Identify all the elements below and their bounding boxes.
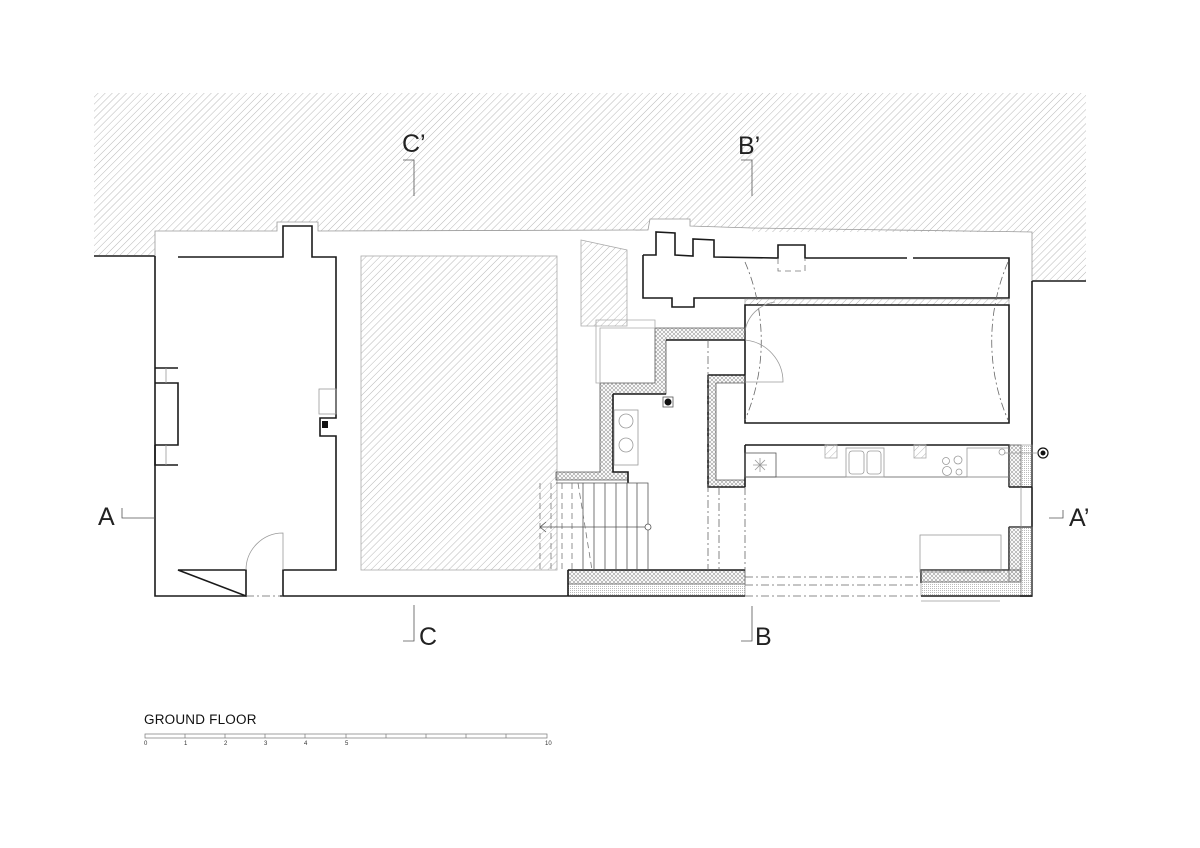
door-swing-left-room	[245, 532, 284, 571]
svg-text:2: 2	[224, 741, 228, 747]
cooktop-icon	[942, 455, 963, 476]
section-marker-C-prime: C’	[402, 130, 426, 196]
svg-text:C: C	[419, 623, 437, 651]
svg-text:1: 1	[184, 741, 188, 747]
svg-text:B: B	[755, 623, 772, 651]
fridge	[744, 452, 777, 478]
kitchen	[744, 444, 1049, 602]
bedroom	[744, 261, 1010, 424]
insulated-walls	[555, 319, 746, 597]
section-marker-B-prime: B’	[738, 132, 760, 196]
svg-text:4: 4	[304, 741, 308, 747]
svg-text:C’: C’	[402, 130, 426, 158]
washing-machine-icon	[618, 413, 634, 429]
svg-text:5: 5	[345, 741, 349, 747]
section-marker-C: C	[403, 605, 437, 651]
table	[919, 534, 1002, 573]
double-sink	[845, 447, 885, 478]
door-swings-bedroom	[744, 301, 784, 383]
boiler-icon	[664, 398, 672, 406]
small-cabinet	[318, 388, 337, 415]
fridge-icon	[753, 458, 767, 472]
section-marker-B: B	[741, 606, 772, 651]
boiler-box	[662, 396, 674, 408]
drawing-title: GROUND FLOOR	[144, 712, 257, 727]
hatched-courtyard	[360, 255, 558, 571]
socket-icon	[322, 421, 328, 428]
svg-text:A’: A’	[1069, 504, 1089, 532]
svg-text:3: 3	[264, 741, 268, 747]
outer-wall-top-edge	[154, 218, 1033, 281]
bathroom-fixtures	[613, 396, 674, 466]
upper-strip	[642, 231, 1010, 308]
left-room	[154, 225, 337, 598]
surrounding-ground-hatch	[94, 93, 1086, 280]
svg-text:B’: B’	[738, 132, 760, 160]
scale-bar: 0 1 2 3 4 5 10	[144, 733, 552, 747]
dryer-icon	[618, 437, 634, 453]
svg-text:0: 0	[144, 741, 148, 747]
hatched-block-small	[580, 239, 628, 327]
section-marker-A: A	[98, 503, 155, 531]
svg-text:10: 10	[545, 741, 552, 747]
svg-text:A: A	[98, 503, 115, 531]
section-marker-A-prime: A’	[1049, 504, 1089, 532]
staircase	[539, 340, 746, 571]
